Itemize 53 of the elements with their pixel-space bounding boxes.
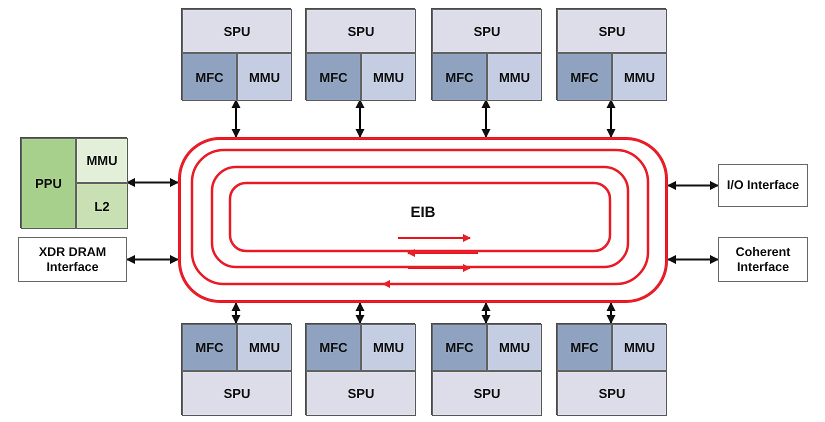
unit-box: MMU: [361, 53, 416, 101]
unit-box: MFC: [182, 324, 237, 371]
bus-label: EIB: [409, 204, 436, 221]
double-arrow: [126, 255, 179, 264]
double-arrow: [667, 181, 719, 190]
unit-box: MMU: [361, 324, 416, 371]
double-arrow: [356, 99, 364, 138]
unit-box: SPU: [557, 371, 667, 416]
unit-box: MFC: [557, 53, 612, 101]
unit-box: MMU: [487, 324, 542, 371]
unit-box: SPU: [557, 9, 667, 53]
unit-box: MFC: [432, 324, 487, 371]
unit-box: SPU: [432, 9, 542, 53]
unit-block: [556, 8, 666, 100]
unit-block: [305, 323, 415, 415]
double-arrow: [482, 302, 490, 324]
unit-block: [431, 323, 541, 415]
unit-box: MMU: [237, 53, 292, 101]
unit-box: MFC: [182, 53, 237, 101]
double-arrow: [356, 302, 364, 324]
unit-box: MFC: [306, 53, 361, 101]
unit-block: [181, 323, 291, 415]
unit-box: MMU: [612, 324, 667, 371]
double-arrow: [232, 99, 240, 138]
unit-block: [305, 8, 415, 100]
unit-box: SPU: [306, 371, 416, 416]
unit-box: PPU: [21, 138, 76, 229]
unit-box: MFC: [306, 324, 361, 371]
unit-block: [431, 8, 541, 100]
unit-box: MMU: [237, 324, 292, 371]
unit-block: [556, 323, 666, 415]
interface-box: XDR DRAM Interface: [18, 237, 127, 282]
bus-ring: [178, 137, 668, 303]
interface-box: I/O Interface: [718, 164, 808, 207]
unit-box: MFC: [557, 324, 612, 371]
double-arrow: [482, 99, 490, 138]
unit-box: SPU: [306, 9, 416, 53]
unit-box: MMU: [487, 53, 542, 101]
unit-box: SPU: [182, 371, 292, 416]
unit-box: MMU: [76, 138, 128, 183]
interface-box: Coherent Interface: [718, 237, 808, 282]
unit-box: SPU: [182, 9, 292, 53]
double-arrow: [667, 255, 719, 264]
unit-block: [20, 137, 127, 228]
double-arrow: [232, 302, 240, 324]
unit-box: SPU: [432, 371, 542, 416]
double-arrow: [606, 99, 616, 138]
unit-box: MFC: [432, 53, 487, 101]
unit-box: MMU: [612, 53, 667, 101]
unit-block: [181, 8, 291, 100]
unit-box: L2: [76, 183, 128, 229]
double-arrow: [606, 302, 616, 324]
double-arrow: [126, 178, 179, 187]
